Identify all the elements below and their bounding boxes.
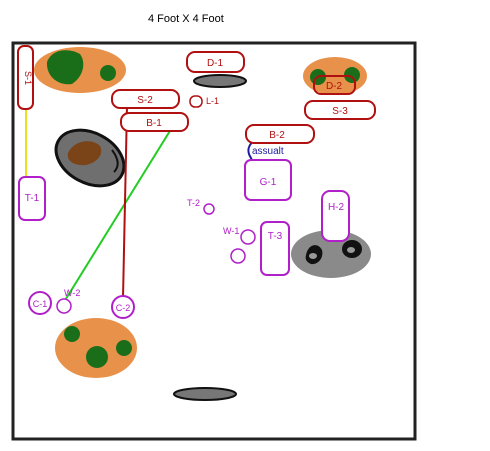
forest-hill-bottom-left [55,318,137,378]
unit-t1-label: T-1 [25,193,40,204]
unit-s2[interactable]: S-2 [111,89,180,109]
unit-b1-label: B-1 [146,118,162,129]
unit-b1[interactable]: B-1 [120,112,189,132]
unit-b2-label: B-2 [269,130,285,141]
unit-s1-label: S-1 [23,71,33,85]
unit-w1-label: W-1 [223,226,239,236]
unit-d2-label: D-2 [326,81,343,92]
barricade-top [193,74,247,88]
unit-d2[interactable]: D-2 [313,75,356,95]
unit-t3-label: T-3 [268,231,283,242]
green-fire-line [63,125,174,303]
unit-g1-label: G-1 [260,177,277,188]
unit-h2-label: H-2 [328,202,345,213]
unit-s3[interactable]: S-3 [304,100,376,120]
table-border [11,41,417,441]
unit-t1[interactable]: T-1 [18,176,46,221]
unit-s3-label: S-3 [332,106,348,117]
unit-s1[interactable]: S-1 [17,45,34,110]
unit-d1[interactable]: D-1 [186,51,245,73]
red-link-line [122,105,128,299]
unit-l1-label: L-1 [206,96,219,106]
barricade-bottom [173,387,237,401]
unit-s2-label: S-2 [137,95,153,106]
unit-h2[interactable]: H-2 [321,190,350,242]
unit-w2-label: W-2 [64,288,80,298]
unit-d1-label: D-1 [207,58,224,69]
rock-formation-right [291,230,371,278]
unit-b2[interactable]: B-2 [245,124,315,144]
unit-g1[interactable]: G-1 [244,159,292,201]
unit-c1[interactable]: C-1 [28,291,52,315]
assault-label: assualt [252,146,284,157]
unit-l1[interactable]: L-1 [189,95,219,108]
crater-rock-left [54,128,126,188]
unit-t2-label: T-2 [187,198,200,208]
map-title: 4 Foot X 4 Foot [148,13,224,25]
unit-t2[interactable]: T-2 [187,198,215,215]
unit-t3[interactable]: T-3 [260,221,290,276]
unit-w1[interactable]: W-1 [223,226,256,264]
unit-c1-label: C-1 [33,299,48,309]
unit-c2[interactable]: C-2 [111,295,135,319]
forest-hill-top-left [34,47,126,93]
unit-c2-label: C-2 [116,303,131,313]
unit-w2[interactable]: W-2 [56,288,80,314]
